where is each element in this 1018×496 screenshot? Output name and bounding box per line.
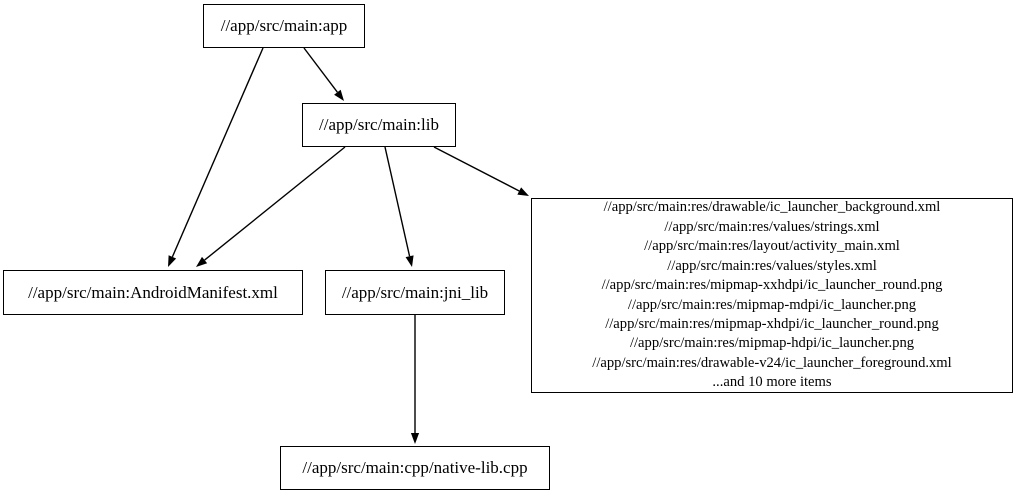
arrowhead-icon: [410, 433, 420, 444]
graph-node-resources-line: //app/src/main:res/values/styles.xml: [667, 257, 877, 274]
graph-node-resources-line: //app/src/main:res/values/strings.xml: [664, 218, 880, 235]
graph-edge-jni-lib-to-native-lib: [410, 315, 420, 444]
graph-edge-lib-to-jni-lib: [384, 146, 414, 267]
graph-node-android-manifest-label: //app/src/main:AndroidManifest.xml: [28, 282, 278, 302]
graph-node-jni-lib[interactable]: //app/src/main:jni_lib: [325, 270, 505, 315]
graph-node-resources-line: //app/src/main:res/drawable-v24/ic_launc…: [592, 354, 952, 371]
graph-node-resources-line: //app/src/main:res/mipmap-xxhdpi/ic_laun…: [601, 277, 943, 294]
graph-node-app-label: //app/src/main:app: [220, 16, 348, 36]
graph-node-resources-line: //app/src/main:res/layout/activity_main.…: [644, 238, 900, 255]
graph-edge-lib-to-manifest: [196, 146, 346, 267]
graph-node-resources-line: //app/src/main:res/mipmap-hdpi/ic_launch…: [629, 335, 915, 352]
graph-node-resources-line: //app/src/main:res/drawable/ic_launcher_…: [603, 199, 941, 216]
graph-edge-app-to-manifest: [168, 47, 264, 267]
graph-node-lib-label: //app/src/main:lib: [319, 115, 439, 135]
arrowhead-icon: [517, 187, 529, 196]
graph-node-resources[interactable]: //app/src/main:res/drawable/ic_launcher_…: [531, 198, 1013, 393]
arrowhead-icon: [405, 255, 414, 267]
arrowhead-icon: [168, 255, 177, 267]
arrowhead-icon: [196, 256, 208, 267]
graph-node-resources-line: //app/src/main:res/mipmap-xhdpi/ic_launc…: [605, 315, 939, 332]
graph-node-resources-label: //app/src/main:res/drawable/ic_launcher_…: [592, 198, 951, 392]
graph-node-native-lib-cpp[interactable]: //app/src/main:cpp/native-lib.cpp: [280, 446, 550, 490]
graph-node-android-manifest[interactable]: //app/src/main:AndroidManifest.xml: [3, 270, 303, 315]
graph-node-app[interactable]: //app/src/main:app: [203, 4, 365, 48]
graph-node-resources-line: ...and 10 more items: [712, 374, 832, 391]
graph-node-jni-lib-label: //app/src/main:jni_lib: [341, 282, 489, 302]
graph-node-resources-line: //app/src/main:res/mipmap-mdpi/ic_launch…: [627, 296, 917, 313]
graph-edge-app-to-lib: [303, 47, 344, 101]
graph-edge-lib-to-resources: [433, 146, 529, 196]
graph-node-native-lib-cpp-label: //app/src/main:cpp/native-lib.cpp: [302, 458, 528, 478]
arrowhead-icon: [334, 89, 344, 101]
graph-node-lib[interactable]: //app/src/main:lib: [302, 103, 456, 147]
